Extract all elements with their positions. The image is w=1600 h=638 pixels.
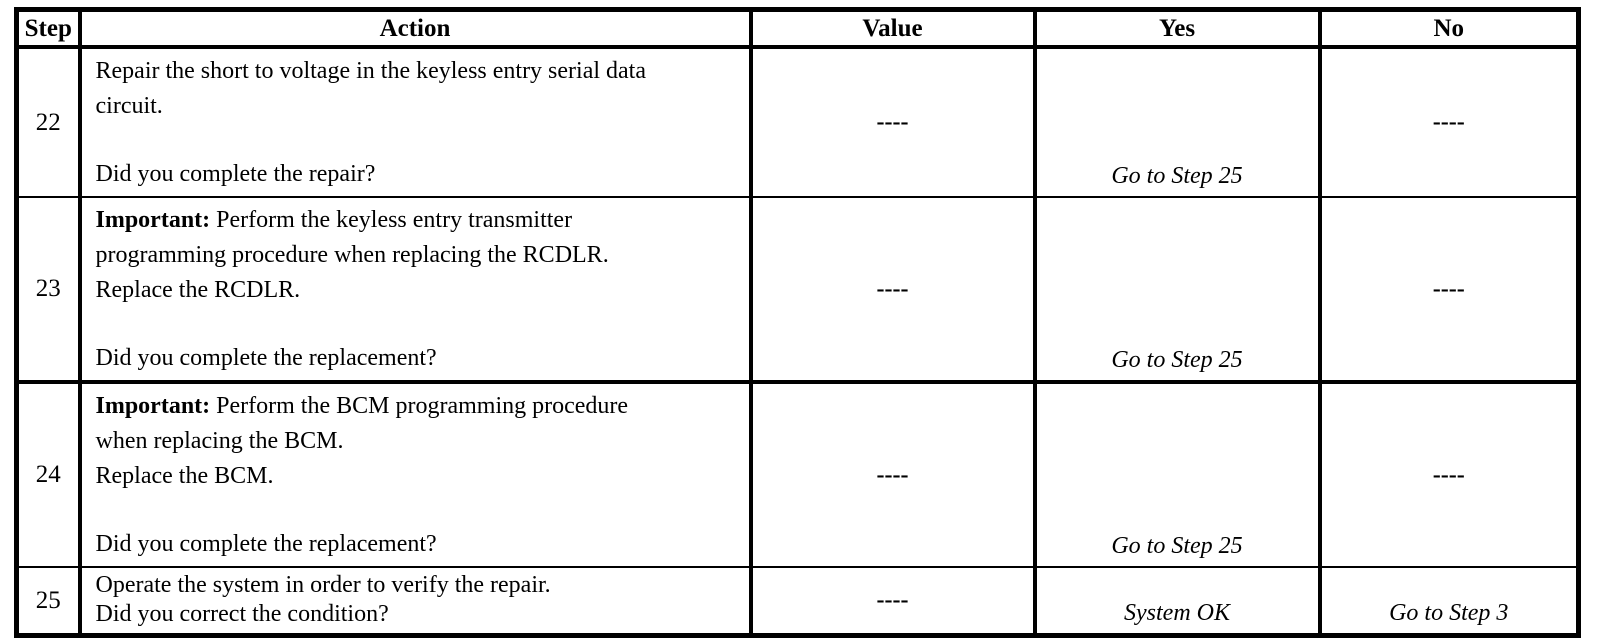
action-line-1: Perform the keyless entry transmitter xyxy=(210,207,573,233)
no-cell: ---- xyxy=(1317,380,1581,568)
action-question: Did you complete the replacement? xyxy=(95,345,437,371)
action-line-2: programming procedure when replacing the… xyxy=(95,242,609,268)
value-dashes: ---- xyxy=(876,109,909,135)
important-label: Important: xyxy=(95,393,211,419)
header-cell-no: No xyxy=(1317,7,1581,49)
step-number: 22 xyxy=(35,108,61,136)
no-text: Go to Step 3 xyxy=(1389,600,1509,626)
table-row-25: 25 Operate the system in order to verify… xyxy=(14,566,1581,638)
action-cell: Important: Perform the BCM programming p… xyxy=(77,380,753,568)
yes-text: Go to Step 25 xyxy=(1111,163,1243,189)
no-cell: Go to Step 3 xyxy=(1317,566,1581,638)
action-line-2: circuit. xyxy=(95,93,163,119)
step-number: 23 xyxy=(35,275,61,302)
header-cell-step: Step xyxy=(14,7,82,49)
yes-cell: Go to Step 25 xyxy=(1032,380,1322,568)
step-number: 24 xyxy=(35,461,61,488)
value-cell: ---- xyxy=(748,566,1037,638)
header-label-action: Action xyxy=(379,15,451,42)
value-cell: ---- xyxy=(748,380,1037,568)
step-number: 25 xyxy=(35,586,61,614)
yes-text: Go to Step 25 xyxy=(1111,347,1243,373)
no-dashes: ---- xyxy=(1432,109,1465,135)
action-line-3: Replace the BCM. xyxy=(95,463,274,489)
action-text: Important: Perform the BCM programming p… xyxy=(96,389,739,494)
table-row-24: 24 Important: Perform the BCM programmin… xyxy=(14,380,1581,568)
step-cell: 22 xyxy=(14,45,82,198)
action-text: Repair the short to voltage in the keyle… xyxy=(96,54,739,124)
yes-cell: Go to Step 25 xyxy=(1032,45,1322,198)
action-question: Did you complete the replacement? xyxy=(95,531,437,557)
table-row-22: 22 Repair the short to voltage in the ke… xyxy=(14,45,1581,198)
value-dashes: ---- xyxy=(876,275,909,302)
yes-text: Go to Step 25 xyxy=(1111,533,1243,559)
action-text: Operate the system in order to verify th… xyxy=(96,571,739,600)
action-line-2: when replacing the BCM. xyxy=(95,428,344,454)
header-row: Step Action Value Yes No xyxy=(14,7,1581,49)
step-cell: 25 xyxy=(14,566,82,638)
action-question: Did you complete the repair? xyxy=(95,161,376,187)
action-cell: Important: Perform the keyless entry tra… xyxy=(77,196,753,384)
value-dashes: ---- xyxy=(876,587,909,613)
header-cell-action: Action xyxy=(77,7,753,49)
action-line-3: Replace the RCDLR. xyxy=(95,277,301,303)
action-line-1: Repair the short to voltage in the keyle… xyxy=(95,58,647,84)
no-dashes: ---- xyxy=(1432,275,1465,302)
header-label-value: Value xyxy=(862,15,923,42)
value-cell: ---- xyxy=(748,196,1037,384)
value-cell: ---- xyxy=(748,45,1037,198)
action-cell: Repair the short to voltage in the keyle… xyxy=(77,45,753,198)
header-label-step: Step xyxy=(24,15,72,42)
action-text: Important: Perform the keyless entry tra… xyxy=(96,203,739,308)
header-cell-yes: Yes xyxy=(1032,7,1322,49)
value-dashes: ---- xyxy=(876,461,909,488)
yes-cell: System OK xyxy=(1032,566,1322,638)
yes-cell: Go to Step 25 xyxy=(1032,196,1322,384)
no-cell: ---- xyxy=(1317,45,1581,198)
important-label: Important: xyxy=(95,207,211,233)
action-line-1: Perform the BCM programming procedure xyxy=(210,393,629,419)
no-cell: ---- xyxy=(1317,196,1581,384)
action-question: Did you correct the condition? xyxy=(95,601,389,627)
table-row-23: 23 Important: Perform the keyless entry … xyxy=(14,196,1581,384)
action-line-1: Operate the system in order to verify th… xyxy=(95,572,551,598)
no-dashes: ---- xyxy=(1432,461,1465,488)
yes-text: System OK xyxy=(1124,600,1230,626)
header-label-no: No xyxy=(1433,15,1465,42)
header-label-yes: Yes xyxy=(1158,15,1196,42)
step-cell: 24 xyxy=(14,380,82,568)
diagnostic-table: Step Action Value Yes No 22 Repair the s… xyxy=(14,7,1581,638)
header-cell-value: Value xyxy=(748,7,1037,49)
action-cell: Operate the system in order to verify th… xyxy=(77,566,753,638)
step-cell: 23 xyxy=(14,196,82,384)
document-page: Step Action Value Yes No 22 Repair the s… xyxy=(14,7,1581,638)
